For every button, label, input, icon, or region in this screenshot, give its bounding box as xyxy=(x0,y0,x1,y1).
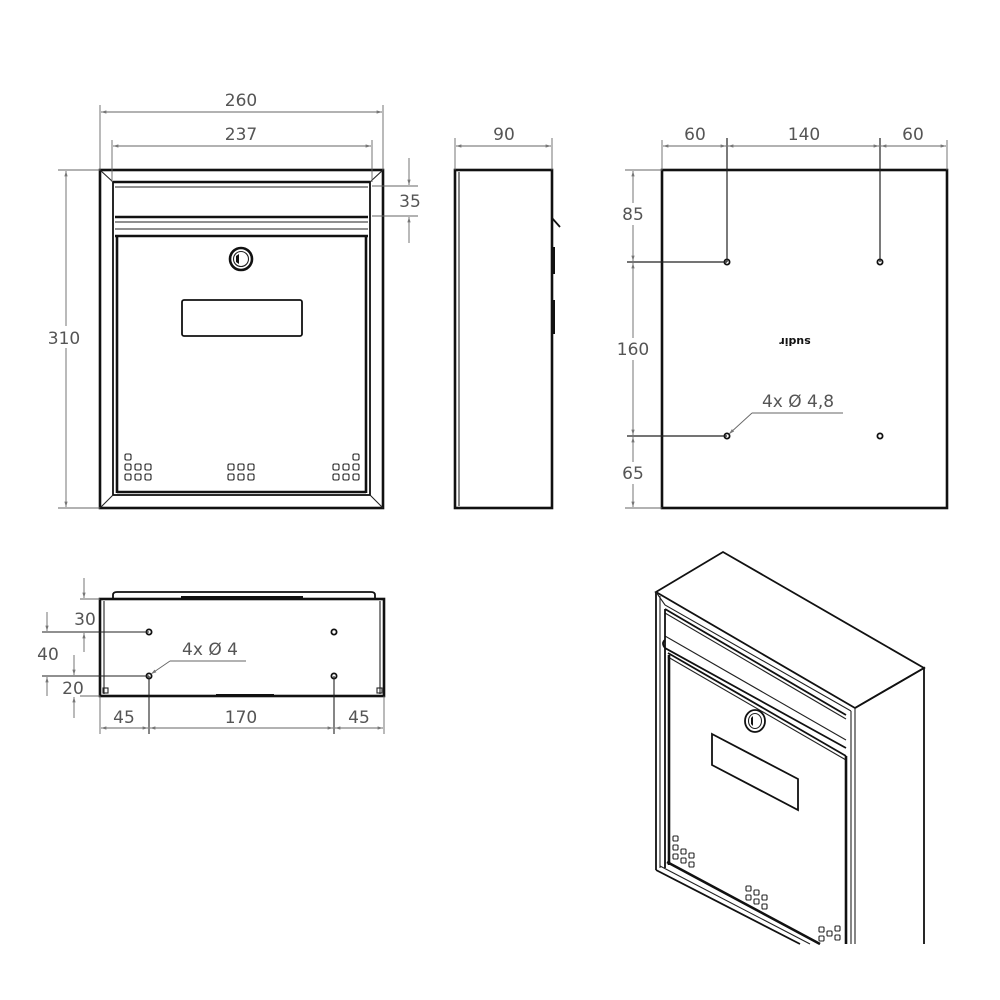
iso-name-plate xyxy=(711,732,799,812)
brand-logo: sudir xyxy=(773,335,817,348)
front-view: 260 237 310 35 xyxy=(44,91,421,510)
name-plate xyxy=(181,299,303,337)
side-body xyxy=(453,168,554,510)
bottom-lip xyxy=(112,591,376,599)
dim-bottom-bottom-offset: 20 xyxy=(62,679,84,699)
dim-back-top-offset: 85 xyxy=(622,205,644,225)
bottom-hole xyxy=(330,628,338,636)
iso-top-face xyxy=(654,550,926,710)
dim-slot-height: 35 xyxy=(399,192,421,212)
dim-bottom-left-offset: 45 xyxy=(113,708,135,728)
front-outer-frame xyxy=(98,168,385,510)
side-view: 90 xyxy=(453,125,561,510)
dim-back-right-offset: 60 xyxy=(902,125,924,145)
hinge-lower xyxy=(551,300,555,334)
back-view: sudir 60 140 60 85 160 65 4x Ø 4,8 xyxy=(612,125,949,510)
iso-lock-icon xyxy=(744,709,766,733)
dim-back-left-offset: 60 xyxy=(684,125,706,145)
bottom-hole-callout: 4x Ø 4 xyxy=(182,640,238,660)
lock-icon xyxy=(228,246,254,272)
dim-bottom-top-offset: 30 xyxy=(74,610,96,630)
vent-holes-right xyxy=(332,453,360,481)
hinge-upper xyxy=(551,247,555,274)
back-hole-callout: 4x Ø 4,8 xyxy=(762,392,834,412)
vent-holes-center xyxy=(227,463,255,481)
dim-bottom-hole-spacing-x: 170 xyxy=(225,708,257,728)
latch xyxy=(551,217,561,228)
bottom-plate xyxy=(98,597,386,698)
dim-back-bottom-offset: 65 xyxy=(622,464,644,484)
dim-back-hole-spacing-x: 140 xyxy=(788,125,820,145)
dim-height: 310 xyxy=(48,329,80,349)
bottom-view: 30 40 20 45 170 45 4x Ø 4 xyxy=(37,578,386,734)
iso-side-face xyxy=(854,666,925,944)
back-plate xyxy=(660,168,949,510)
dim-bottom-right-offset: 45 xyxy=(348,708,370,728)
dim-inner-width: 237 xyxy=(225,125,257,145)
vent-holes-left xyxy=(124,453,152,481)
dim-back-hole-spacing-y: 160 xyxy=(617,340,649,360)
dim-overall-width: 260 xyxy=(225,91,257,111)
iso-vent-holes xyxy=(672,835,841,942)
dim-bottom-hole-spacing-y: 40 xyxy=(37,645,59,665)
mount-hole xyxy=(876,432,884,440)
dim-depth: 90 xyxy=(493,125,515,145)
svg-text:sudir: sudir xyxy=(779,335,811,348)
isometric-view xyxy=(654,550,926,946)
